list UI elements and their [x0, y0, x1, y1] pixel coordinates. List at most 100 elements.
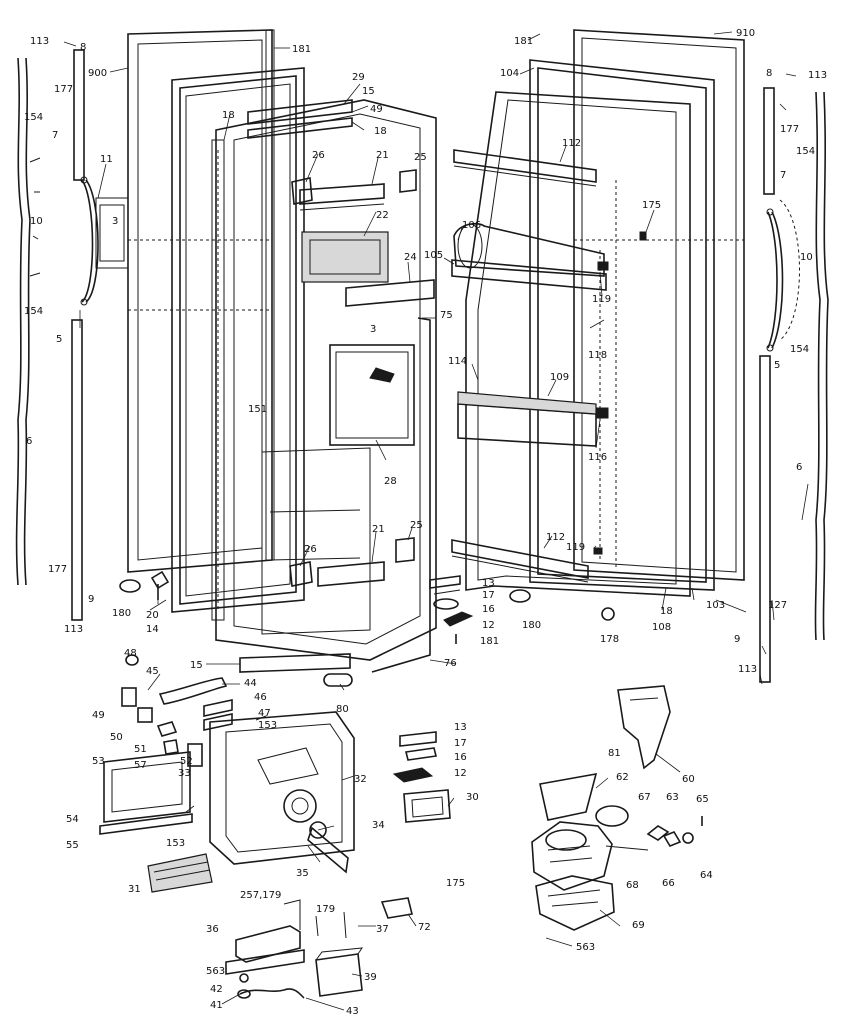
- callout: 64: [700, 870, 713, 881]
- fresh-food-door-liner: [465, 91, 691, 597]
- left-trim-bar: [71, 49, 85, 621]
- callout: 181: [480, 636, 499, 647]
- freezer-door-gasket: [171, 67, 305, 613]
- motor-small-parts: [646, 816, 703, 847]
- dispenser-actuator: [158, 677, 228, 705]
- hinge-pin: [150, 570, 170, 600]
- callout: 53: [92, 756, 105, 767]
- door-stop-right: [509, 589, 531, 603]
- callout: 72: [418, 922, 431, 933]
- callout: 106: [462, 220, 481, 231]
- callout: 12: [454, 768, 467, 779]
- dispenser-small-parts: [121, 654, 267, 767]
- callout: 180: [522, 620, 541, 631]
- callout: 34: [372, 820, 385, 831]
- freezer-shelf-bracket-26b: [289, 561, 313, 587]
- dispenser-tube: [307, 821, 349, 874]
- callout: 180: [112, 608, 131, 619]
- callout: 76: [444, 658, 457, 669]
- fan-motor: [531, 821, 649, 891]
- control-bracket: [235, 899, 301, 963]
- callout: 181: [292, 44, 311, 55]
- handle-screws: [29, 157, 41, 277]
- callout: 116: [588, 452, 607, 463]
- callout: 81: [608, 748, 621, 759]
- callout: 45: [146, 666, 159, 677]
- callout: 35: [296, 868, 309, 879]
- callout: 44: [244, 678, 257, 689]
- callout: 154: [24, 112, 43, 123]
- callout: 18: [374, 126, 387, 137]
- freezer-shelf-upper: [301, 231, 389, 283]
- callout: 49: [370, 104, 383, 115]
- callout: 5: [56, 334, 62, 345]
- door-bumper: [601, 607, 615, 621]
- callout: 50: [110, 732, 123, 743]
- callout: 900: [88, 68, 107, 79]
- callout: 65: [696, 794, 709, 805]
- shelf-retainer-clip: [593, 231, 647, 555]
- right-trim-bar: [759, 87, 775, 683]
- callout: 13: [482, 578, 495, 589]
- callout: 3: [112, 216, 118, 227]
- freezer-shelf-rail-upper: [299, 183, 385, 211]
- callout: 9: [734, 634, 740, 645]
- fresh-food-lower-shelf-rail: [451, 539, 589, 583]
- freezer-door-liner: [211, 99, 437, 661]
- freezer-shelf-bracket-25b: [395, 537, 415, 563]
- freezer-shelf-bracket-25a: [399, 169, 417, 193]
- callout: 10: [800, 252, 813, 263]
- control-plate: [225, 949, 305, 975]
- fresh-food-upper-shelf-rail: [453, 149, 597, 187]
- callout: 31: [128, 884, 141, 895]
- callout: 57: [134, 760, 147, 771]
- callout: 17: [482, 590, 495, 601]
- callout: 22: [376, 210, 389, 221]
- leader-lines: [63, 31, 809, 1011]
- callout: 20: [146, 610, 159, 621]
- callout: 8: [766, 68, 772, 79]
- dispenser-trim: [103, 751, 191, 823]
- callout: 25: [414, 152, 427, 163]
- callout: 15: [190, 660, 203, 671]
- callout: 25: [410, 520, 423, 531]
- callout: 80: [336, 704, 349, 715]
- callout: 177: [48, 564, 67, 575]
- control-wire: [239, 988, 305, 999]
- callout: 6: [796, 462, 802, 473]
- right-handle-trim: [779, 199, 800, 341]
- callout: 32: [354, 774, 367, 785]
- callout: 119: [592, 294, 611, 305]
- callout: 55: [66, 840, 79, 851]
- fresh-food-bin: [457, 391, 609, 447]
- callout: 118: [588, 350, 607, 361]
- callout: 16: [482, 604, 495, 615]
- callout: 26: [312, 150, 325, 161]
- callout-labels: 113 8 177 900 181 29 15 49 18 154 7 11 3…: [24, 28, 827, 1017]
- callout: 154: [796, 146, 815, 157]
- feed-tube-wire: [371, 317, 431, 673]
- callout: 66: [662, 878, 675, 889]
- callout: 62: [616, 772, 629, 783]
- callout: 13: [454, 722, 467, 733]
- callout: 7: [52, 130, 58, 141]
- callout: 54: [66, 814, 79, 825]
- callout: 7: [780, 170, 786, 181]
- callout: 154: [790, 344, 809, 355]
- callout: 16: [454, 752, 467, 763]
- callout: 179: [316, 904, 335, 915]
- control-module-box: [315, 947, 364, 997]
- callout: 42: [210, 984, 223, 995]
- callout: 11: [100, 154, 113, 165]
- freezer-lower-bin: [261, 447, 371, 635]
- callout: 153: [258, 720, 277, 731]
- callout: 177: [780, 124, 799, 135]
- fresh-food-small-parts: [429, 575, 474, 644]
- callout: 36: [206, 924, 219, 935]
- callout: 910: [736, 28, 755, 39]
- callout: 75: [440, 310, 453, 321]
- callout: 21: [376, 150, 389, 161]
- freezer-shelf-rail-lower: [317, 561, 385, 587]
- callout: 154: [24, 306, 43, 317]
